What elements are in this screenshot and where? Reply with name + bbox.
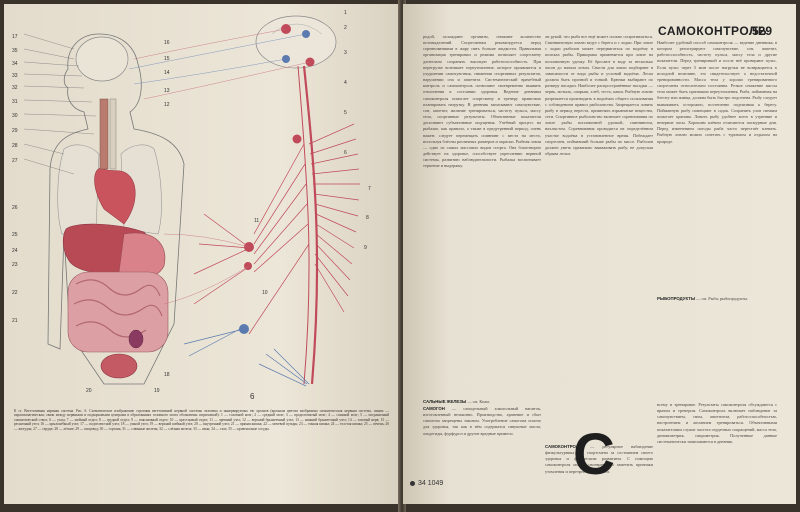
label-35: 35 (12, 48, 18, 54)
label-7: 7 (368, 186, 371, 192)
label-3: 3 (344, 50, 347, 56)
text-column-2: ли рукой, что рыба все ещё может сильно … (545, 34, 653, 369)
text-column-1: родой, охлаждают организм, снижают колич… (423, 34, 541, 364)
label-1: 1 (344, 10, 347, 16)
label-30: 30 (12, 113, 18, 119)
figure-caption: К ст. Вегетативная нервная система. Рис.… (14, 409, 389, 431)
label-21: 21 (12, 318, 18, 324)
entry-salnye: САЛЬНЫЕ ЖЕЛЕЗЫ — см. Кожа. (423, 399, 541, 405)
label-19: 19 (154, 388, 160, 394)
rybo-rest: — см. Рыба; рыбопродукты. (696, 296, 748, 301)
label-26: 26 (12, 205, 18, 211)
figure-number: 6 (250, 392, 254, 401)
label-29: 29 (12, 128, 18, 134)
label-25: 25 (12, 232, 18, 238)
label-4: 4 (344, 80, 347, 86)
running-head-title: САМОКОНТРОЛЬ (658, 24, 767, 38)
left-page: 17 35 34 33 32 31 30 29 28 27 26 25 24 2… (4, 4, 401, 504)
text-column-3: Наиболее удобный способ самоконтроля — в… (657, 40, 777, 292)
label-20: 20 (86, 388, 92, 394)
text-column-5: всему в тренировке. Результаты самоконтр… (657, 402, 777, 492)
label-33: 33 (12, 73, 18, 79)
label-10: 10 (262, 290, 268, 296)
bullet-icon (410, 481, 415, 486)
label-8: 8 (366, 215, 369, 221)
rybo-entry: РЫБОПРОДУКТЫ — см. Рыба; рыбопродукты. (657, 296, 777, 302)
label-5: 5 (344, 110, 347, 116)
label-27: 27 (12, 158, 18, 164)
entry2-term: САМОГОН (423, 406, 445, 411)
label-18: 18 (164, 372, 170, 378)
label-22: 22 (12, 290, 18, 296)
label-17: 17 (12, 34, 18, 40)
label-9: 9 (364, 245, 367, 251)
label-15: 15 (164, 56, 170, 62)
label-31: 31 (12, 99, 18, 105)
label-34: 34 (12, 61, 18, 67)
label-16: 16 (164, 40, 170, 46)
rybo-term: РЫБОПРОДУКТЫ (657, 296, 695, 301)
label-13: 13 (164, 88, 170, 94)
figure-labels: 17 35 34 33 32 31 30 29 28 27 26 25 24 2… (4, 4, 401, 409)
label-6: 6 (344, 150, 347, 156)
label-24: 24 (12, 248, 18, 254)
section-letter: С (573, 426, 615, 484)
label-11: 11 (254, 218, 259, 224)
label-32: 32 (12, 85, 18, 91)
entry1-term: САЛЬНЫЕ ЖЕЛЕЗЫ (423, 399, 466, 404)
label-12: 12 (164, 102, 170, 108)
footer-number: 34 (418, 480, 426, 487)
entry-samogon: САМОГОН — самодельный алкогольный напито… (423, 406, 541, 478)
entry1-rest: — см. Кожа. (467, 399, 490, 404)
label-23: 23 (12, 262, 18, 268)
label-2: 2 (344, 25, 347, 31)
signature-mark: 34 1049 (410, 480, 443, 487)
footer-code: 1049 (428, 480, 444, 487)
label-14: 14 (164, 70, 170, 76)
label-28: 28 (12, 143, 18, 149)
page-number: 529 (752, 24, 772, 38)
